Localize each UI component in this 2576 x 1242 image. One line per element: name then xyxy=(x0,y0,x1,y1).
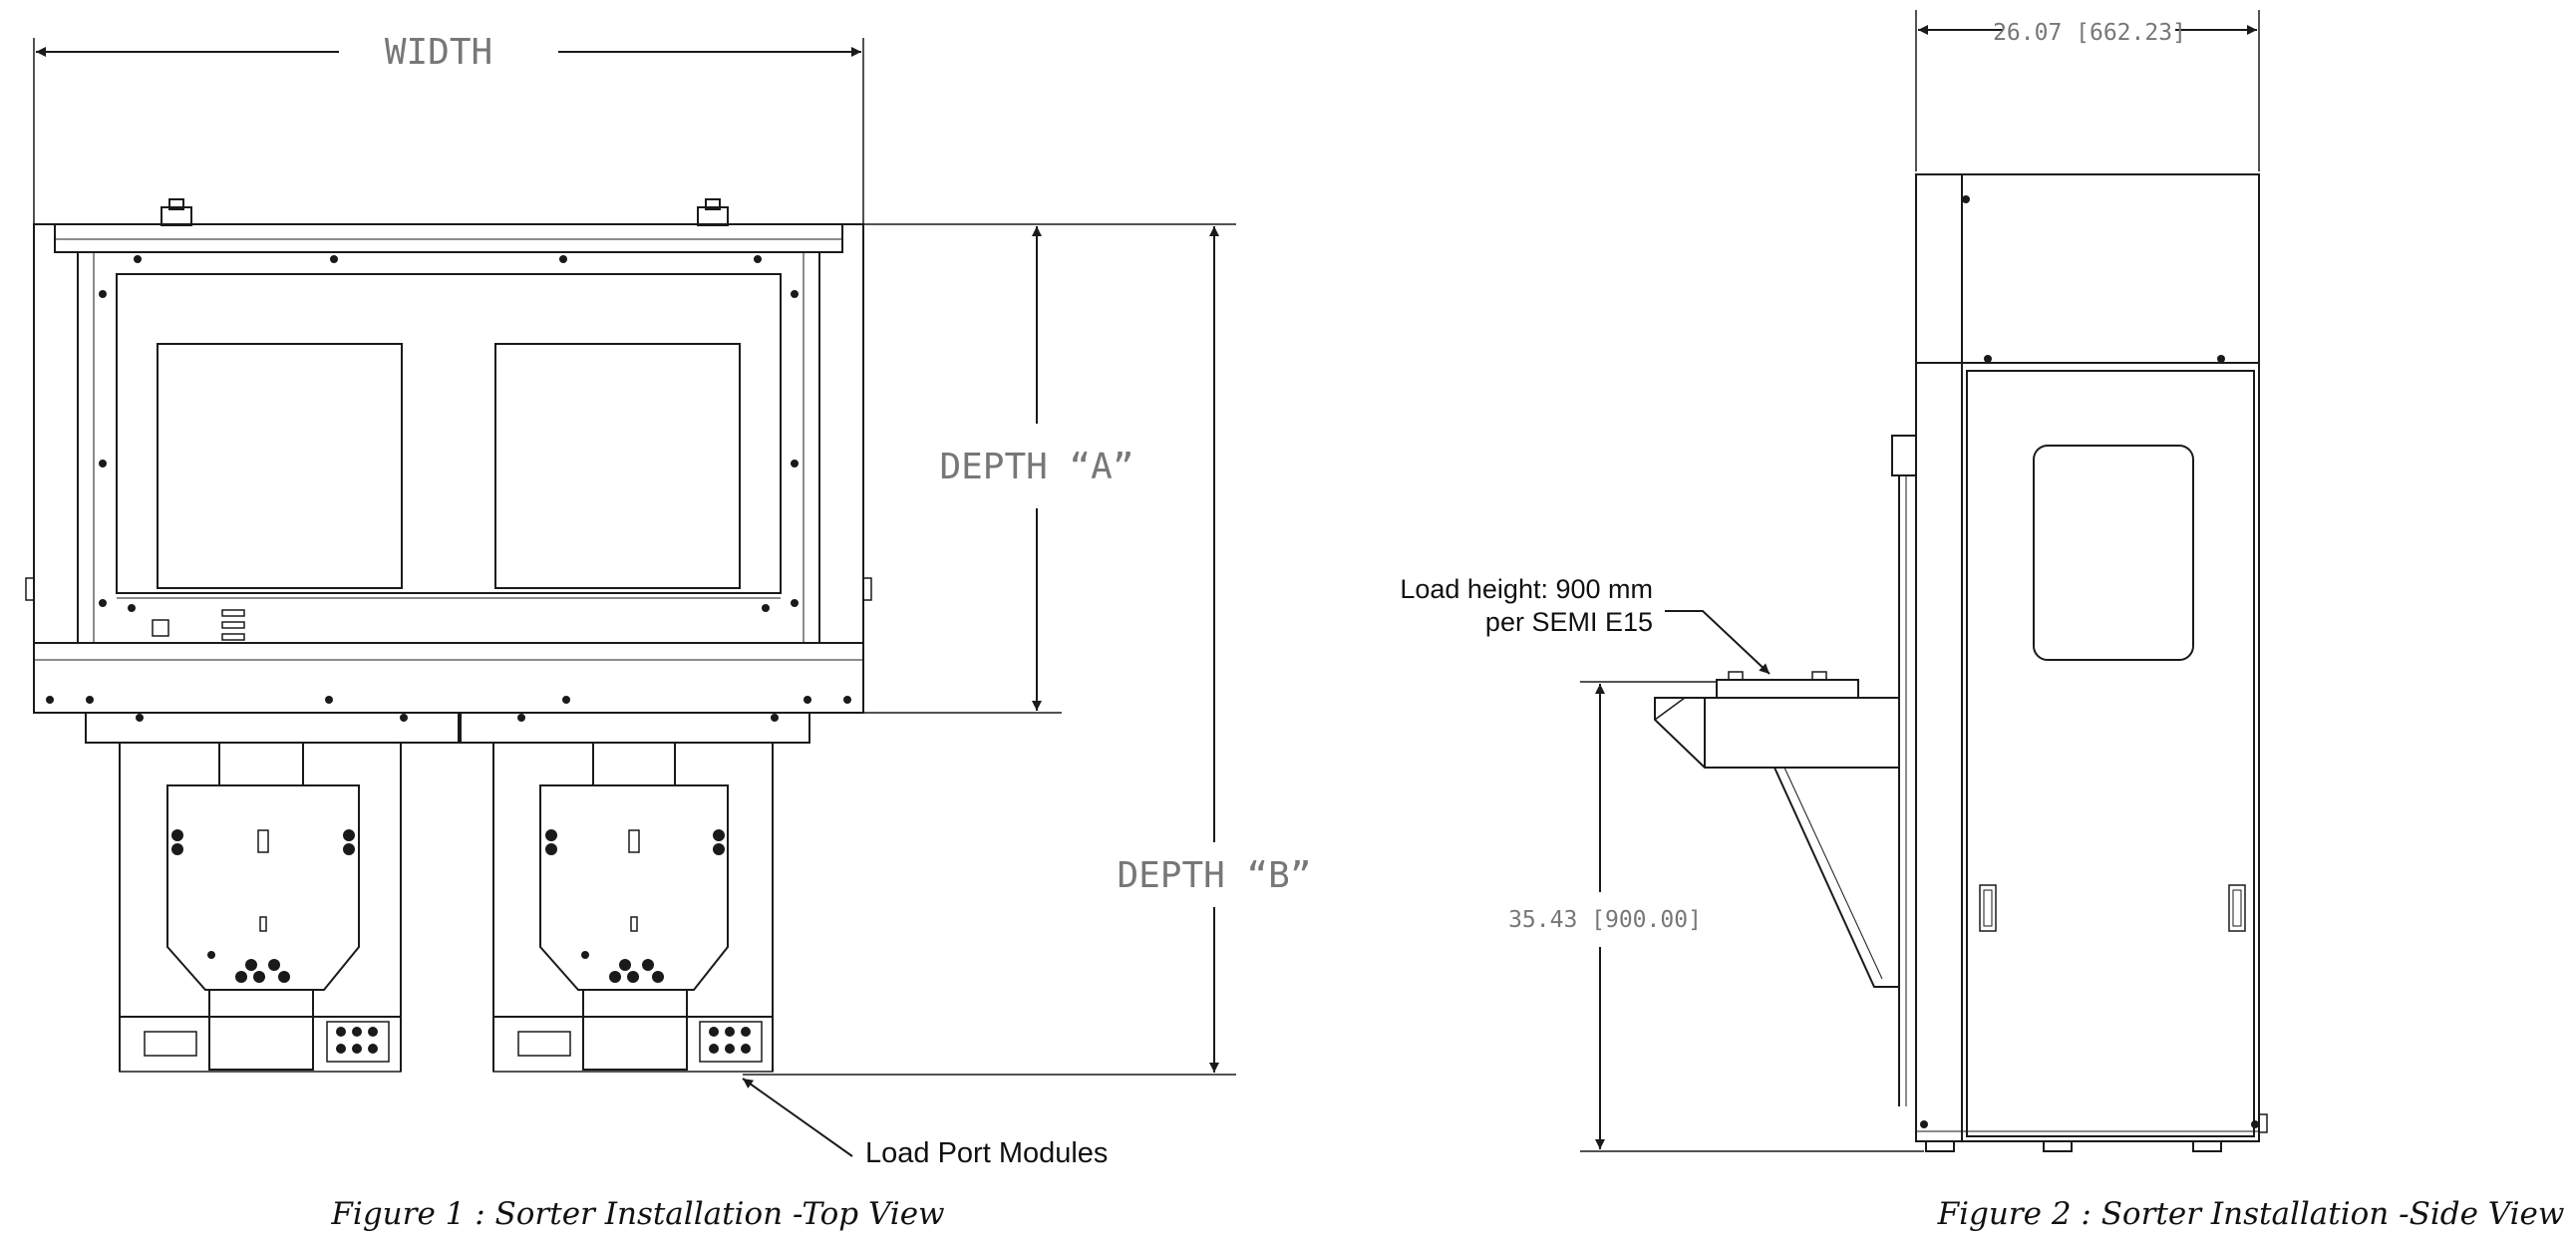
fastener-dot xyxy=(581,951,589,959)
fastener-dot xyxy=(368,1044,378,1054)
fastener-dot xyxy=(559,255,567,263)
fastener-dot xyxy=(754,255,762,263)
fastener-dot xyxy=(1962,195,1970,203)
fastener-dot xyxy=(343,843,355,855)
fastener-dot xyxy=(136,714,144,722)
fastener-dot xyxy=(368,1027,378,1037)
side-cabinet-fastener-dots xyxy=(1920,195,2259,1128)
fastener-dot xyxy=(171,829,183,841)
depth-b-dimension xyxy=(743,226,1236,1076)
fastener-dot xyxy=(843,696,851,704)
fastener-dot xyxy=(1920,1120,1928,1128)
sorter-main-cabinet xyxy=(25,223,872,644)
fastener-dot xyxy=(86,696,94,704)
depth-a-label: DEPTH “A” xyxy=(939,447,1133,487)
fastener-dot xyxy=(46,696,54,704)
load-port-module-1 xyxy=(119,742,402,1073)
fastener-dot xyxy=(400,714,408,722)
height-label: 35.43 [900.00] xyxy=(1508,907,1702,933)
fastener-dot xyxy=(642,959,654,971)
fastener-dot xyxy=(725,1027,735,1037)
load-port-module-2 xyxy=(492,742,774,1073)
fastener-dot xyxy=(619,959,631,971)
depth-a-dimension xyxy=(863,223,1236,714)
top-width-dimension xyxy=(1915,10,2260,171)
fastener-dot xyxy=(278,971,290,983)
sorter-top-cap xyxy=(54,198,843,253)
load-port-leader-arrow xyxy=(742,1078,853,1157)
fastener-dot xyxy=(134,255,142,263)
fastener-dot xyxy=(352,1027,362,1037)
fastener-dot xyxy=(99,290,107,298)
door-handle-right xyxy=(2228,884,2246,932)
fastener-dot xyxy=(99,460,107,467)
fastener-dot xyxy=(128,604,136,612)
load-height-leader-arrow xyxy=(1665,610,1771,675)
fastener-dot xyxy=(762,604,770,612)
fastener-dot xyxy=(2251,1120,2259,1128)
figure2-side-view xyxy=(1580,10,2268,1152)
fastener-dot xyxy=(235,971,247,983)
fastener-dot xyxy=(791,290,799,298)
figure1-caption: Figure 1 : Sorter Installation -Top View xyxy=(330,1196,944,1232)
figure2-caption: Figure 2 : Sorter Installation -Side Vie… xyxy=(1937,1196,2565,1232)
cabinet-fastener-dots xyxy=(46,255,851,1054)
fastener-dot xyxy=(709,1027,719,1037)
height-dimension xyxy=(1580,681,1924,1152)
fastener-dot xyxy=(741,1027,751,1037)
width-label: WIDTH xyxy=(385,32,492,73)
fastener-dot xyxy=(352,1044,362,1054)
fastener-dot xyxy=(207,951,215,959)
fastener-dot xyxy=(343,829,355,841)
fastener-dot xyxy=(771,714,779,722)
door-handle-left xyxy=(1979,884,1997,932)
fastener-dot xyxy=(336,1044,346,1054)
fastener-dot xyxy=(725,1044,735,1054)
cabinet-window-left xyxy=(157,343,403,589)
fastener-dot xyxy=(253,971,265,983)
fastener-dot xyxy=(713,843,725,855)
fastener-dot xyxy=(268,959,280,971)
fastener-dot xyxy=(609,971,621,983)
fastener-dot xyxy=(545,829,557,841)
depth-b-label: DEPTH “B” xyxy=(1117,855,1311,896)
load-height-label-line2: per SEMI E15 xyxy=(1485,607,1653,637)
figure1-top-view xyxy=(25,38,1236,1157)
fastener-dot xyxy=(99,599,107,607)
fastener-dot xyxy=(652,971,664,983)
fastener-dot xyxy=(791,599,799,607)
fastener-dot xyxy=(330,255,338,263)
fastener-dot xyxy=(2217,355,2225,363)
cabinet-window-right xyxy=(494,343,741,589)
top-width-label: 26.07 [662.23] xyxy=(1993,20,2186,46)
fastener-dot xyxy=(545,843,557,855)
fastener-dot xyxy=(804,696,811,704)
fastener-dot xyxy=(325,696,333,704)
side-window xyxy=(2033,445,2194,661)
fastener-dot xyxy=(562,696,570,704)
fastener-dot xyxy=(741,1044,751,1054)
side-load-port xyxy=(1654,671,1900,988)
fastener-dot xyxy=(245,959,257,971)
sorter-side-cabinet xyxy=(1891,173,2268,1152)
fastener-dot xyxy=(713,829,725,841)
sorter-front-rail xyxy=(33,642,864,744)
fastener-dot xyxy=(171,843,183,855)
load-port-label: Load Port Modules xyxy=(865,1137,1108,1169)
fastener-dot xyxy=(517,714,525,722)
load-height-label-line1: Load height: 900 mm xyxy=(1400,574,1653,604)
width-dimension xyxy=(33,38,864,224)
fastener-dot xyxy=(1984,355,1992,363)
fastener-dot xyxy=(709,1044,719,1054)
fastener-dot xyxy=(791,460,799,467)
fastener-dot xyxy=(627,971,639,983)
fastener-dot xyxy=(336,1027,346,1037)
